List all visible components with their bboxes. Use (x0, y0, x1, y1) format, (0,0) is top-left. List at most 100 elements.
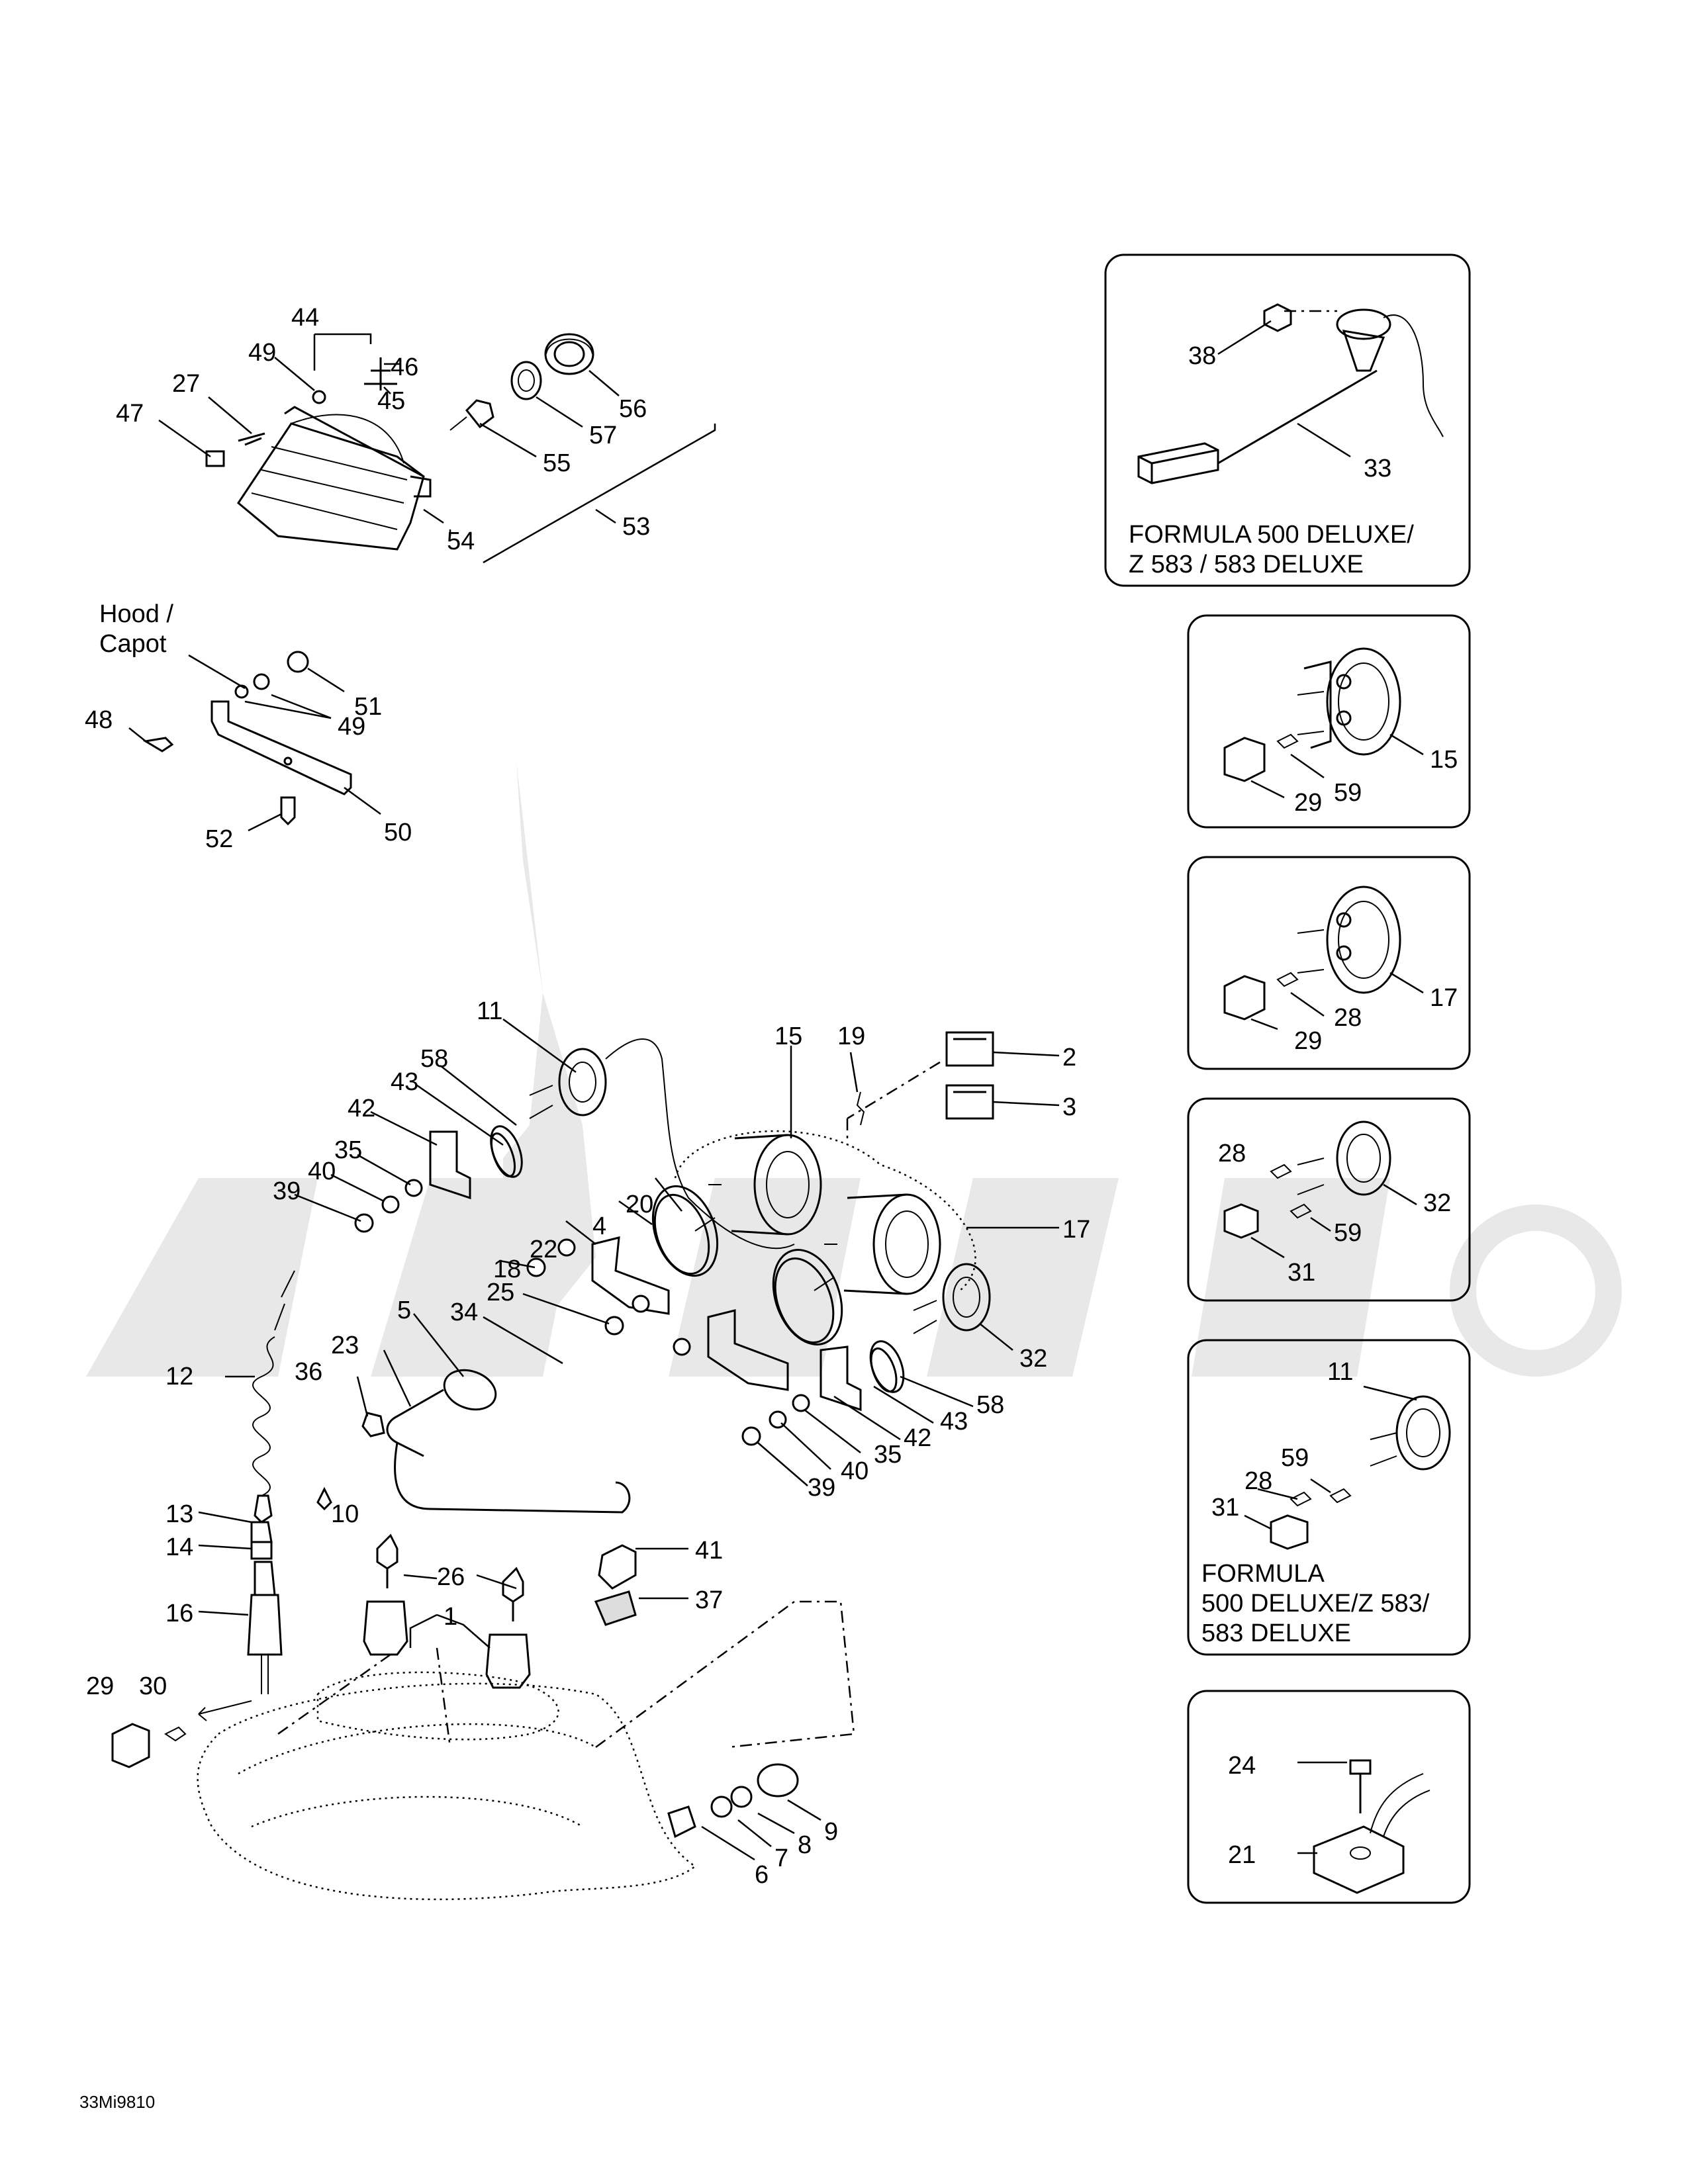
watermark (86, 761, 1622, 1377)
callout-35: 35 (334, 1136, 362, 1164)
inset-6 (1187, 1690, 1471, 1904)
inset-4 (1187, 1097, 1471, 1302)
callout-46: 46 (391, 353, 418, 381)
callout-31: 31 (1211, 1494, 1239, 1522)
callout-15: 15 (774, 1023, 802, 1050)
callout-13: 13 (165, 1500, 193, 1528)
callout-21: 21 (1228, 1841, 1256, 1869)
callout-1: 1 (444, 1603, 457, 1631)
callout-15: 15 (1430, 746, 1458, 774)
callout-2: 2 (1062, 1044, 1076, 1071)
callout-12: 12 (165, 1363, 193, 1390)
inset-5-note-line1: FORMULA (1201, 1560, 1325, 1588)
callout-59: 59 (1281, 1444, 1309, 1472)
inset-1 (1104, 253, 1471, 587)
callout-56: 56 (619, 395, 647, 423)
callout-6: 6 (755, 1861, 769, 1889)
callout-51: 51 (354, 693, 382, 721)
callout-57: 57 (589, 422, 617, 449)
callout-20: 20 (626, 1191, 653, 1218)
callout-59: 59 (1334, 779, 1362, 807)
callout-11: 11 (477, 997, 502, 1025)
callout-34: 34 (450, 1298, 478, 1326)
callout-29: 29 (1294, 789, 1322, 817)
inset-5-note-line3: 583 DELUXE (1201, 1619, 1351, 1647)
callout-24: 24 (1228, 1752, 1256, 1780)
callout-11: 11 (1327, 1358, 1353, 1386)
callout-55: 55 (543, 449, 571, 477)
inset-1-note-line2: Z 583 / 583 DELUXE (1129, 551, 1364, 578)
callout-28: 28 (1244, 1467, 1272, 1495)
callout-33: 33 (1364, 455, 1391, 482)
hood-label-line1: Hood / (99, 600, 173, 628)
callout-9: 9 (824, 1818, 838, 1846)
callout-44: 44 (291, 304, 319, 332)
callout-58: 58 (420, 1045, 448, 1073)
callout-58: 58 (976, 1391, 1004, 1419)
hood-bracket (128, 651, 381, 832)
callout-4: 4 (592, 1212, 606, 1240)
callout-43: 43 (940, 1408, 968, 1435)
lower-leaders (198, 1511, 821, 1861)
callout-52: 52 (205, 825, 233, 853)
callout-17: 17 (1062, 1216, 1090, 1244)
callout-10: 10 (331, 1500, 359, 1528)
callout-28: 28 (1334, 1004, 1362, 1032)
callout-42: 42 (904, 1424, 931, 1452)
callout-18: 18 (493, 1255, 521, 1283)
callout-25: 25 (487, 1279, 514, 1306)
callout-48: 48 (85, 706, 113, 734)
callout-39: 39 (273, 1177, 301, 1205)
callout-3: 3 (1062, 1093, 1076, 1121)
callout-49: 49 (248, 339, 276, 367)
headlamp-leaders (158, 333, 716, 564)
inset-3 (1187, 856, 1471, 1070)
callout-30: 30 (139, 1672, 167, 1700)
inset-1-note-line1: FORMULA 500 DELUXE/ (1129, 521, 1414, 549)
callout-7: 7 (774, 1844, 788, 1872)
callout-59: 59 (1334, 1219, 1362, 1247)
callout-35: 35 (874, 1441, 902, 1469)
inset-2 (1187, 614, 1471, 829)
callout-19: 19 (837, 1023, 865, 1050)
callout-39: 39 (808, 1474, 835, 1502)
cluster-leaders (225, 1018, 1060, 1486)
callout-17: 17 (1430, 984, 1458, 1012)
callout-40: 40 (308, 1158, 336, 1185)
callout-31: 31 (1288, 1259, 1315, 1287)
callout-26: 26 (437, 1563, 465, 1591)
inset-5-note-line2: 500 DELUXE/Z 583/ (1201, 1590, 1430, 1617)
harness-and-cable (247, 1270, 631, 1694)
callout-50: 50 (384, 819, 412, 846)
callout-32: 32 (1423, 1189, 1451, 1217)
callout-41: 41 (695, 1537, 723, 1565)
callout-40: 40 (841, 1457, 868, 1485)
callout-53: 53 (622, 513, 650, 541)
callout-37: 37 (695, 1586, 723, 1614)
callout-5: 5 (397, 1297, 411, 1324)
callout-27: 27 (172, 370, 200, 398)
callout-28: 28 (1218, 1140, 1246, 1167)
callout-32: 32 (1019, 1345, 1047, 1373)
callout-49: 49 (338, 713, 365, 741)
callout-14: 14 (165, 1533, 193, 1561)
callout-8: 8 (798, 1831, 812, 1859)
gauge-cluster (354, 1031, 994, 1446)
callout-45: 45 (377, 387, 405, 415)
headlamp-assembly (205, 333, 594, 551)
callout-43: 43 (391, 1068, 418, 1096)
callout-47: 47 (116, 400, 144, 428)
callout-16: 16 (165, 1600, 193, 1627)
hood-label-line2: Capot (99, 630, 167, 658)
callout-29: 29 (86, 1672, 114, 1700)
inset-5 (1187, 1339, 1471, 1656)
callout-23: 23 (331, 1332, 359, 1359)
callout-29: 29 (1294, 1027, 1322, 1055)
callout-54: 54 (447, 527, 475, 555)
lower-components (111, 1533, 855, 1901)
callout-36: 36 (295, 1358, 322, 1386)
diagram-code: 33Mi9810 (79, 2092, 155, 2112)
